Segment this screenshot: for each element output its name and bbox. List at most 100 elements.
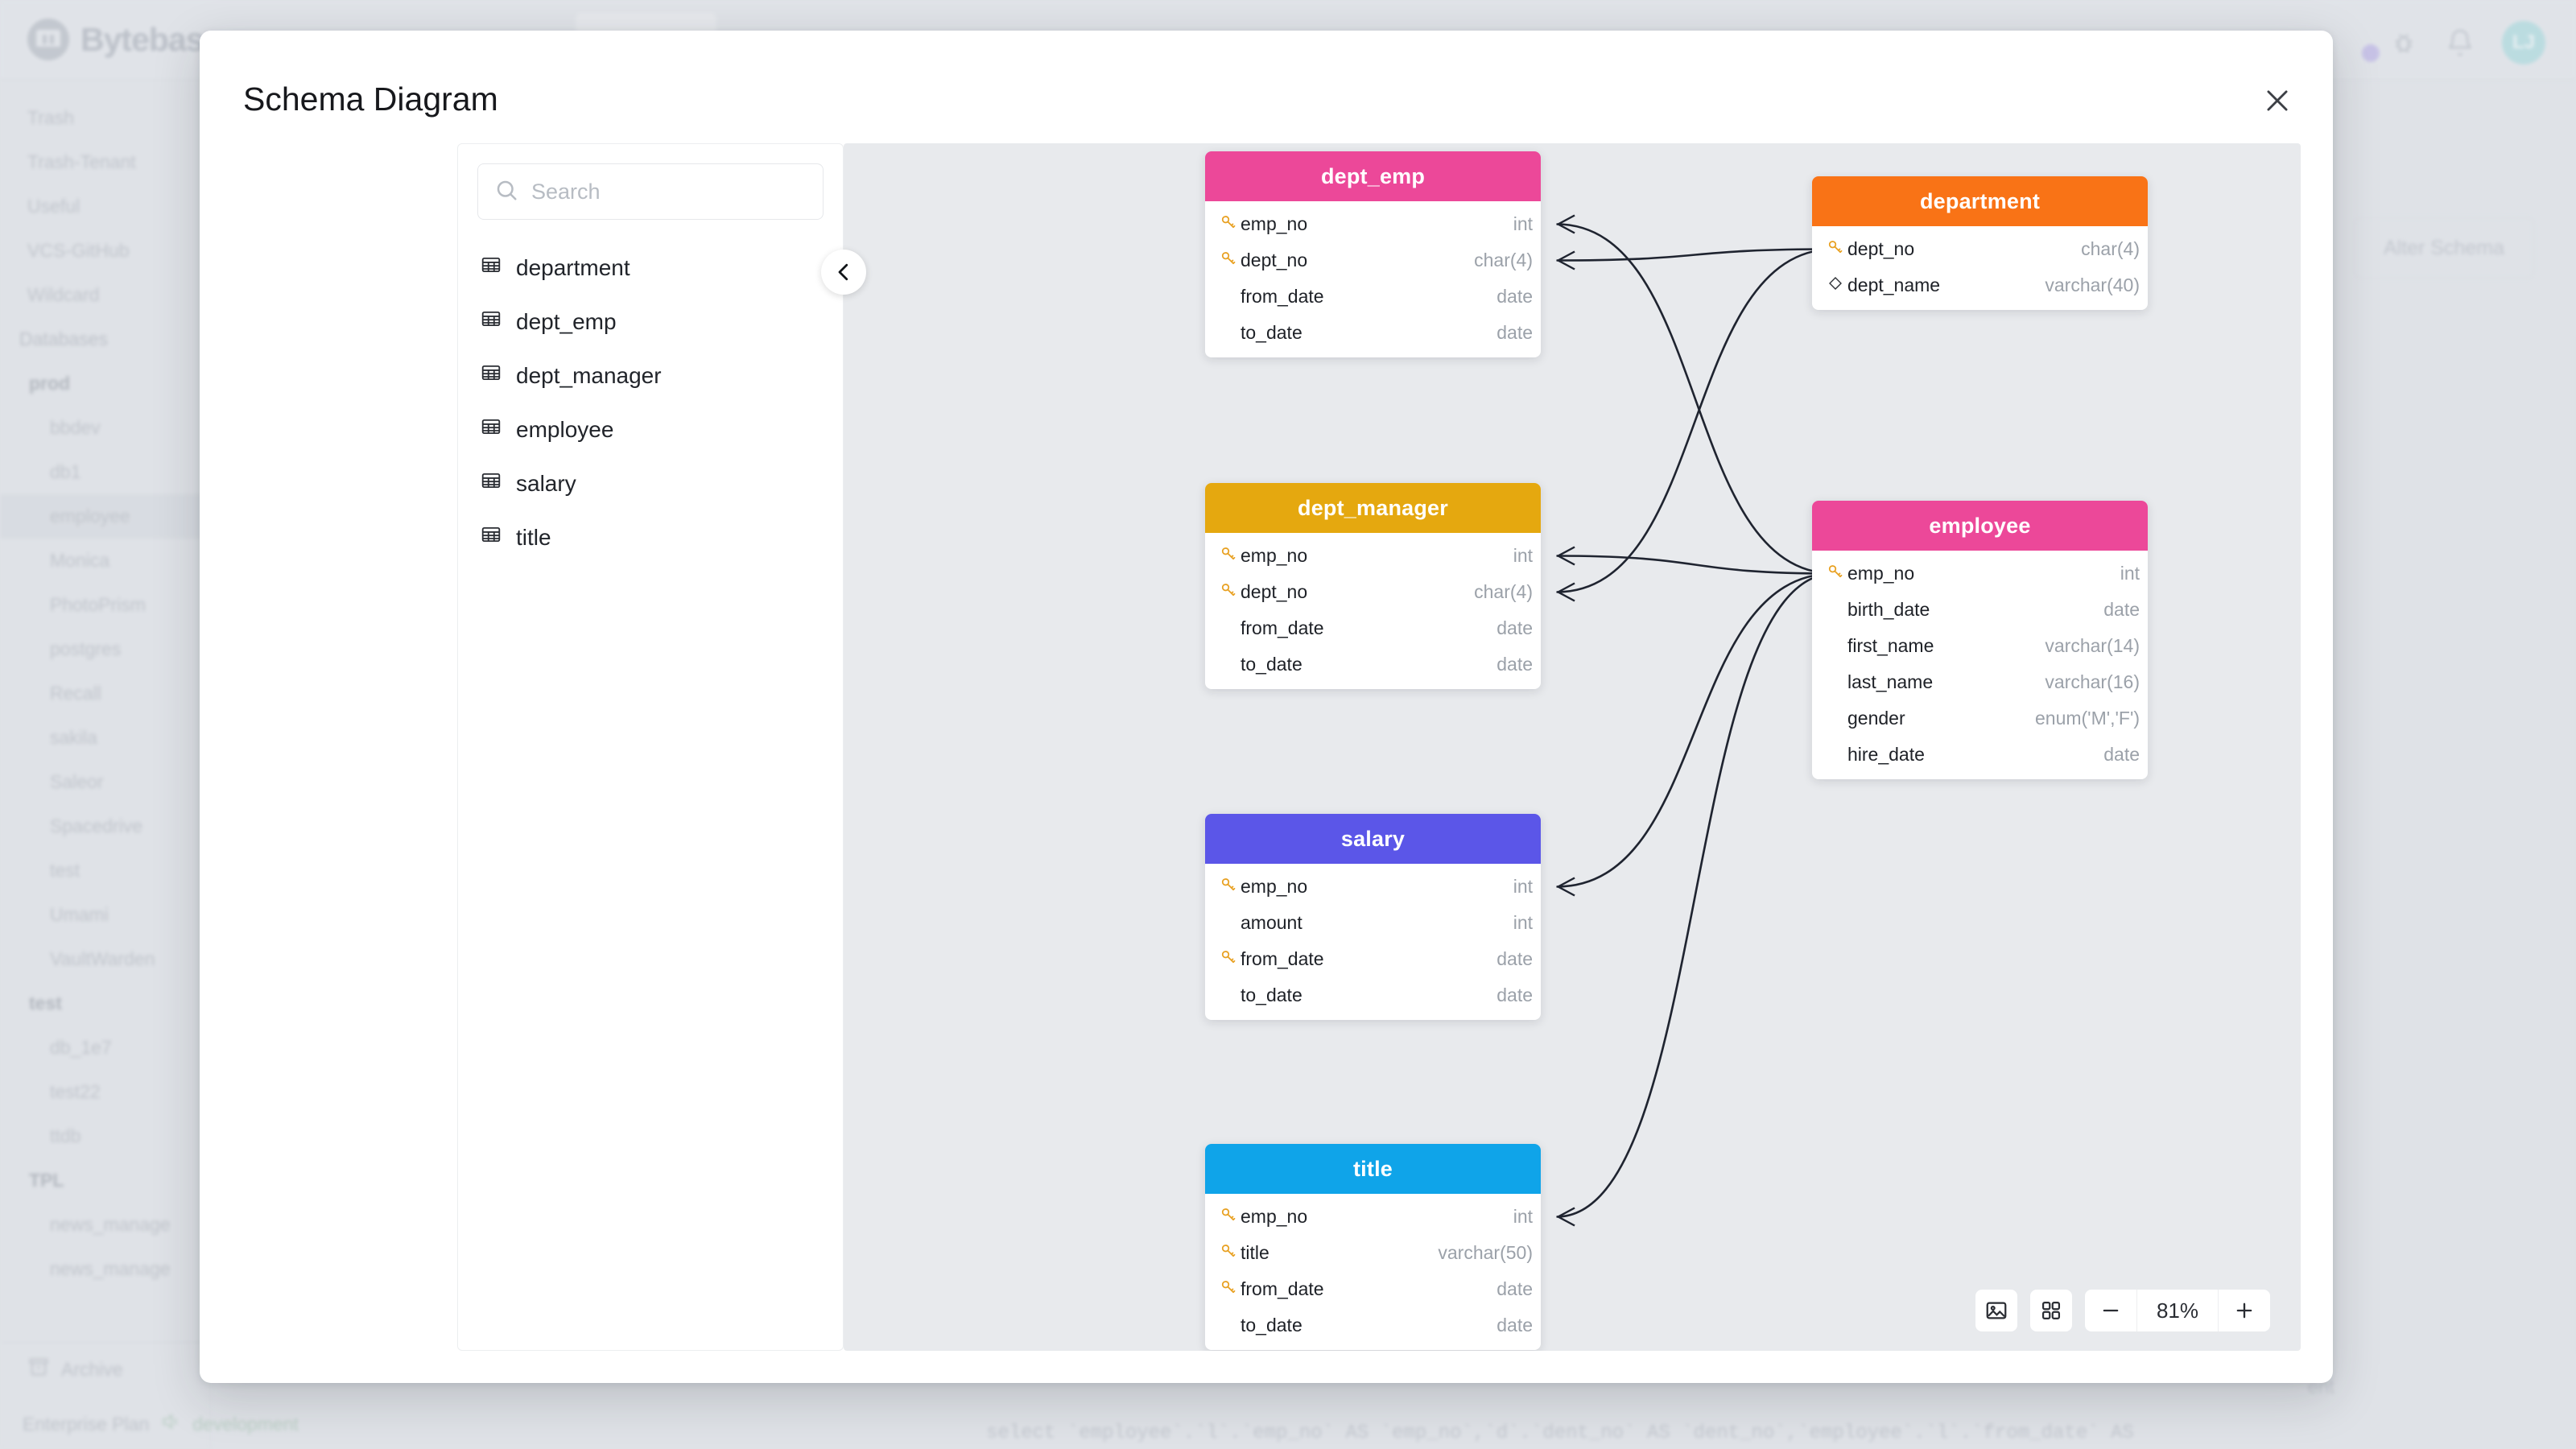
- sidebar-item-bbdev[interactable]: bbdev: [50, 417, 101, 438]
- column-row[interactable]: dept_name varchar(40): [1812, 267, 2148, 303]
- table-list-item-dept_emp[interactable]: dept_emp: [458, 295, 843, 349]
- table-list-item-dept_manager[interactable]: dept_manager: [458, 349, 843, 402]
- sidebar-item-prod[interactable]: prod: [29, 373, 71, 394]
- search-input[interactable]: [531, 179, 807, 204]
- chevron-left-icon[interactable]: [821, 250, 866, 295]
- sidebar-item-vcs-github[interactable]: VCS-GitHub: [27, 240, 130, 261]
- column-row[interactable]: gender enum('M','F'): [1812, 700, 2148, 737]
- sidebar-item-monica[interactable]: Monica: [50, 550, 110, 571]
- bug-icon[interactable]: [2389, 28, 2418, 57]
- sidebar-item-archive[interactable]: Archive: [0, 1342, 211, 1396]
- grid-layout-icon[interactable]: [2030, 1290, 2072, 1331]
- zoom-control-group: 81%: [2085, 1290, 2270, 1331]
- sidebar-item-recall[interactable]: Recall: [50, 683, 101, 704]
- table-list-item-label: dept_emp: [516, 308, 617, 334]
- zoom-level-label: 81%: [2136, 1290, 2219, 1331]
- schema-node-columns: emp_no int title varchar(50) from_date d…: [1205, 1194, 1541, 1350]
- schema-node-columns: emp_no int birth_date date first_name va…: [1812, 551, 2148, 779]
- column-row[interactable]: from_date date: [1205, 279, 1541, 315]
- column-type: date: [1496, 654, 1533, 675]
- column-row[interactable]: emp_no int: [1812, 555, 2148, 592]
- schema-node-department[interactable]: department dept_no char(4) dept_name var…: [1812, 176, 2148, 310]
- sidebar-item-useful[interactable]: Useful: [27, 196, 80, 217]
- schema-node-salary[interactable]: salary emp_no int amount int from_date d…: [1205, 814, 1541, 1020]
- sidebar-item-news-manage[interactable]: news_manage: [50, 1214, 171, 1235]
- sidebar-item-photoprism[interactable]: PhotoPrism: [50, 594, 146, 615]
- column-row[interactable]: emp_no int: [1205, 206, 1541, 242]
- sidebar-item-test22[interactable]: test22: [50, 1081, 101, 1102]
- sidebar-item-vaultwarden[interactable]: VaultWarden: [50, 948, 155, 969]
- column-row[interactable]: hire_date date: [1812, 737, 2148, 773]
- column-row[interactable]: title varchar(50): [1205, 1235, 1541, 1271]
- bell-icon[interactable]: [2362, 28, 2475, 62]
- table-list-item-employee[interactable]: employee: [458, 402, 843, 456]
- sql-preview-text: select `employee`.`l`.`emp_no` AS `emp_n…: [986, 1422, 2134, 1444]
- schema-node-dept_emp[interactable]: dept_emp emp_no int dept_no char(4) from…: [1205, 151, 1541, 357]
- column-type: int: [1513, 545, 1533, 566]
- column-row[interactable]: emp_no int: [1205, 538, 1541, 574]
- table-list-item-salary[interactable]: salary: [458, 456, 843, 510]
- key-icon: [1220, 876, 1237, 898]
- column-name: emp_no: [1241, 1206, 1308, 1227]
- alter-schema-button[interactable]: Alter Schema: [2354, 217, 2534, 279]
- image-export-icon[interactable]: [1975, 1290, 2017, 1331]
- column-type: char(4): [1474, 581, 1533, 602]
- column-name: to_date: [1241, 1315, 1302, 1335]
- table-list-item-title[interactable]: title: [458, 510, 843, 564]
- sidebar-item-test[interactable]: test: [50, 860, 80, 881]
- column-row[interactable]: dept_no char(4): [1205, 242, 1541, 279]
- column-row[interactable]: to_date date: [1205, 646, 1541, 683]
- archive-label: Archive: [61, 1358, 123, 1380]
- sidebar-item-news-manage[interactable]: news_manage: [50, 1258, 171, 1279]
- close-icon[interactable]: [2256, 79, 2299, 122]
- sidebar-item-db-1e7[interactable]: db_1e7: [50, 1037, 112, 1058]
- schema-node-title: dept_emp: [1205, 151, 1541, 201]
- column-row[interactable]: to_date date: [1205, 1307, 1541, 1344]
- sidebar-item-tpl[interactable]: TPL: [29, 1170, 64, 1191]
- column-name: to_date: [1241, 654, 1302, 675]
- sidebar-item-spacedrive[interactable]: Spacedrive: [50, 815, 143, 836]
- sidebar-item-trash-tenant[interactable]: Trash-Tenant: [27, 151, 136, 172]
- column-row[interactable]: dept_no char(4): [1812, 231, 2148, 267]
- column-row[interactable]: emp_no int: [1205, 1199, 1541, 1235]
- column-row[interactable]: amount int: [1205, 905, 1541, 941]
- avatar[interactable]: LJ: [2502, 21, 2545, 64]
- sidebar-item-test[interactable]: test: [29, 993, 62, 1013]
- column-row[interactable]: to_date date: [1205, 315, 1541, 351]
- key-icon: [1220, 213, 1237, 235]
- sidebar-item-sakila[interactable]: sakila: [50, 727, 97, 748]
- schema-node-title[interactable]: title emp_no int title varchar(50) from_…: [1205, 1144, 1541, 1350]
- search-icon: [494, 178, 518, 206]
- sidebar-item-employee[interactable]: employee: [0, 494, 210, 539]
- column-row[interactable]: from_date date: [1205, 941, 1541, 977]
- table-list-panel: department dept_emp dept_manager employe…: [457, 143, 844, 1351]
- schema-node-columns: emp_no int amount int from_date date to_…: [1205, 864, 1541, 1020]
- column-row[interactable]: from_date date: [1205, 610, 1541, 646]
- column-row[interactable]: first_name varchar(14): [1812, 628, 2148, 664]
- minus-icon[interactable]: [2085, 1290, 2136, 1331]
- column-row[interactable]: dept_no char(4): [1205, 574, 1541, 610]
- plus-icon[interactable]: [2219, 1290, 2270, 1331]
- schema-node-employee[interactable]: employee emp_no int birth_date date firs…: [1812, 501, 2148, 779]
- app-logo[interactable]: Bytebase: [27, 19, 221, 60]
- column-type: char(4): [1474, 250, 1533, 270]
- sidebar-item-wildcard[interactable]: Wildcard: [27, 284, 100, 305]
- table-list-item-department[interactable]: department: [458, 241, 843, 295]
- column-row[interactable]: from_date date: [1205, 1271, 1541, 1307]
- column-row[interactable]: last_name varchar(16): [1812, 664, 2148, 700]
- sidebar-item-ttdb[interactable]: ttdb: [50, 1125, 81, 1146]
- diagram-canvas[interactable]: dept_emp emp_no int dept_no char(4) from…: [844, 143, 2301, 1351]
- key-icon: [1220, 545, 1237, 567]
- sidebar-item-trash[interactable]: Trash: [27, 107, 74, 128]
- search-box[interactable]: [477, 163, 824, 220]
- schema-node-dept_manager[interactable]: dept_manager emp_no int dept_no char(4) …: [1205, 483, 1541, 689]
- sidebar-item-postgres[interactable]: postgres: [50, 638, 122, 659]
- column-row[interactable]: birth_date date: [1812, 592, 2148, 628]
- column-row[interactable]: to_date date: [1205, 977, 1541, 1013]
- environment-badge: development: [192, 1413, 299, 1435]
- column-type: varchar(40): [2045, 275, 2140, 295]
- sidebar-item-saleor[interactable]: Saleor: [50, 771, 104, 792]
- sidebar-item-umami[interactable]: Umami: [50, 904, 109, 925]
- column-row[interactable]: emp_no int: [1205, 869, 1541, 905]
- sidebar-item-db1[interactable]: db1: [50, 461, 81, 482]
